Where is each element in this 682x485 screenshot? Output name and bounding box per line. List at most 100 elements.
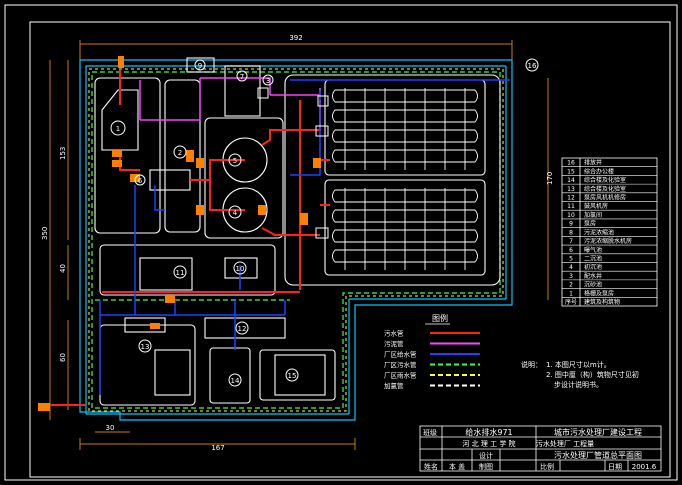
svg-text:9: 9 <box>198 62 202 70</box>
svg-text:40: 40 <box>59 264 67 273</box>
svg-text:7: 7 <box>240 73 244 81</box>
table-row-name: 沉砂池 <box>584 281 602 289</box>
marker-4: 4 <box>228 205 242 219</box>
aeration-inlets <box>257 87 329 239</box>
svg-text:说明：: 说明： <box>521 360 542 369</box>
table-row-name: 污泥浓缩池 <box>584 228 614 236</box>
table-row-name: 加氯间 <box>584 211 602 219</box>
structure-markers: 1 2 3 4 5 6 7 9 10 11 12 13 14 15 16 <box>110 58 539 387</box>
svg-text:60: 60 <box>59 353 67 362</box>
table-row-name: 格栅及泵房 <box>584 289 614 297</box>
aeration-lanes <box>332 88 478 270</box>
svg-text:13: 13 <box>141 343 150 351</box>
marker-2: 2 <box>173 145 187 159</box>
marker-7: 7 <box>236 70 248 82</box>
table-row-name: 综合楼及化验室 <box>584 185 626 193</box>
svg-text:设计: 设计 <box>479 451 493 460</box>
table-row-name: 综合办公楼 <box>584 167 614 175</box>
marker-1: 1 <box>110 120 126 136</box>
marker-9: 9 <box>194 59 206 71</box>
plant-sewer-line <box>91 71 501 409</box>
table-row-number: 11 <box>567 203 575 210</box>
table-row-number: 7 <box>569 238 573 245</box>
table-row-number: 9 <box>569 221 573 228</box>
outer-frame <box>4 4 678 481</box>
table-row-number: 2 <box>569 282 573 289</box>
marker-5: 5 <box>228 153 242 167</box>
legend-label: 加氯管 <box>384 381 404 390</box>
table-row-number: 1 <box>569 290 573 297</box>
component-table <box>561 157 658 307</box>
marker-6: 6 <box>134 174 146 186</box>
marker-12: 12 <box>235 321 249 335</box>
svg-text:10: 10 <box>236 265 245 273</box>
svg-text:4: 4 <box>233 209 238 217</box>
legend-label: 厂区污水管 <box>384 360 417 369</box>
table-row-number: 13 <box>567 186 575 193</box>
marker-16: 16 <box>525 58 539 72</box>
table-row-name: 曝气池 <box>584 246 602 254</box>
legend-label: 厂区给水管 <box>384 350 417 359</box>
svg-text:日期: 日期 <box>608 463 622 471</box>
svg-text:350: 350 <box>41 227 49 240</box>
sludge-pipe <box>139 77 321 121</box>
svg-text:1: 1 <box>116 125 120 133</box>
table-header-name: 建筑及构筑物 <box>584 298 620 306</box>
table-row-number: 6 <box>569 247 573 254</box>
table-row-number: 12 <box>567 195 575 202</box>
table-row-name: 综合楼及化验室 <box>584 176 626 184</box>
svg-text:2: 2 <box>178 149 182 157</box>
table-row-name: 排放井 <box>584 159 602 167</box>
table-row-name: 泵房风机机修房 <box>584 194 626 202</box>
svg-text:污水处理厂 工程量: 污水处理厂 工程量 <box>536 439 594 448</box>
svg-text:167: 167 <box>211 444 224 452</box>
marker-14: 14 <box>228 373 242 387</box>
marker-15: 15 <box>285 368 299 382</box>
dimension-labels: 392 167 30 170 350 153 40 60 <box>41 34 554 452</box>
svg-text:16: 16 <box>528 62 537 70</box>
svg-text:1. 本图尺寸以m计。: 1. 本图尺寸以m计。 <box>546 360 611 369</box>
svg-text:城市污水处理厂建设工程: 城市污水处理厂建设工程 <box>554 427 642 437</box>
title-block <box>419 425 662 472</box>
site-boundary <box>79 59 513 421</box>
svg-text:12: 12 <box>238 325 247 333</box>
legend-label: 污泥管 <box>384 339 404 348</box>
svg-text:30: 30 <box>106 424 115 432</box>
svg-text:班级: 班级 <box>423 428 437 437</box>
svg-text:本 盖: 本 盖 <box>449 462 465 471</box>
svg-text:河 北 理 工 学 院: 河 北 理 工 学 院 <box>462 439 515 448</box>
table-row-number: 14 <box>567 177 575 184</box>
marker-3: 3 <box>262 74 274 86</box>
svg-text:6: 6 <box>138 177 143 185</box>
svg-text:5: 5 <box>233 157 237 165</box>
table-row-number: 16 <box>567 160 575 167</box>
svg-text:给水排水971: 给水排水971 <box>465 427 512 437</box>
table-row-number: 3 <box>569 273 573 280</box>
svg-text:11: 11 <box>176 269 185 277</box>
marker-13: 13 <box>138 339 152 353</box>
svg-text:步设计说明书。: 步设计说明书。 <box>554 380 603 389</box>
svg-text:153: 153 <box>59 147 67 160</box>
svg-text:姓名: 姓名 <box>424 462 438 471</box>
table-row-name: 二沉池 <box>584 254 602 262</box>
table-row-number: 8 <box>569 229 573 236</box>
svg-text:2. 图中厘（构）筑物尺寸见初: 2. 图中厘（构）筑物尺寸见初 <box>546 370 639 379</box>
table-header-number: 序号 <box>565 298 577 306</box>
table-row-name: 鼓风机房 <box>584 202 608 210</box>
inner-frame <box>29 21 671 478</box>
legend-label: 厂区雨水管 <box>384 371 417 380</box>
svg-text:14: 14 <box>231 377 240 385</box>
table-row-name: 初沉池 <box>584 263 602 271</box>
structures <box>94 57 501 406</box>
sewage-pipe <box>38 70 330 406</box>
legend-label: 污水管 <box>384 329 404 338</box>
svg-text:制图: 制图 <box>479 462 493 471</box>
notes: 说明： 1. 本图尺寸以m计。 2. 图中厘（构）筑物尺寸见初 步设计说明书。 <box>521 360 639 389</box>
table-row-number: 15 <box>567 168 575 175</box>
table-row-name: 泵房 <box>584 220 596 228</box>
valves <box>38 56 321 411</box>
svg-text:15: 15 <box>288 372 297 380</box>
legend: 图例 <box>425 313 450 325</box>
